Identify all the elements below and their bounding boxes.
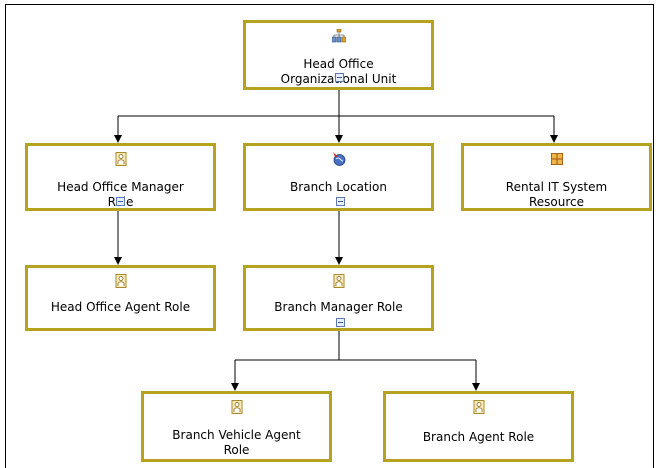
role-icon	[333, 274, 344, 288]
location-icon	[332, 152, 345, 166]
role-icon	[115, 274, 126, 288]
node-label-line1: Head Office	[303, 57, 374, 71]
node-branch-location[interactable]: Branch Location	[243, 143, 434, 211]
node-label-line2: Role	[223, 443, 250, 457]
node-head-office-agent-role[interactable]: Head Office Agent Role	[25, 265, 216, 331]
node-label-line1: Branch Agent Role	[422, 430, 535, 444]
role-icon	[231, 400, 242, 414]
node-branch-agent-role[interactable]: Branch Agent Role	[383, 391, 574, 462]
node-branch-vehicle-agent-role[interactable]: Branch Vehicle Agent Role	[141, 391, 332, 462]
resource-icon	[550, 153, 563, 165]
node-label-line1: Branch Manager Role	[274, 300, 403, 314]
node-label-line1: Head Office Agent Role	[50, 300, 191, 314]
role-icon	[473, 400, 484, 414]
collapse-toggle-icon[interactable]	[336, 197, 345, 206]
collapse-toggle-icon[interactable]	[336, 318, 345, 327]
role-icon	[115, 152, 126, 166]
collapse-toggle-icon[interactable]	[335, 73, 344, 82]
node-label-line1: Branch Vehicle Agent	[172, 428, 301, 442]
node-branch-manager-role[interactable]: Branch Manager Role	[243, 265, 434, 331]
org-unit-icon	[331, 29, 346, 43]
node-head-office-org-unit[interactable]: Head Office Organizational Unit	[243, 20, 434, 90]
node-label-line1: Head Office Manager	[57, 180, 184, 194]
diagram-canvas	[5, 4, 654, 468]
node-label-line2: Resource	[528, 195, 585, 209]
node-label-line1: Branch Location	[290, 180, 387, 194]
node-label-line1: Rental IT System	[505, 180, 608, 194]
collapse-toggle-icon[interactable]	[116, 197, 125, 206]
node-head-office-manager-role[interactable]: Head Office Manager Role	[25, 143, 216, 211]
node-rental-it-system-resource[interactable]: Rental IT System Resource	[461, 143, 652, 211]
